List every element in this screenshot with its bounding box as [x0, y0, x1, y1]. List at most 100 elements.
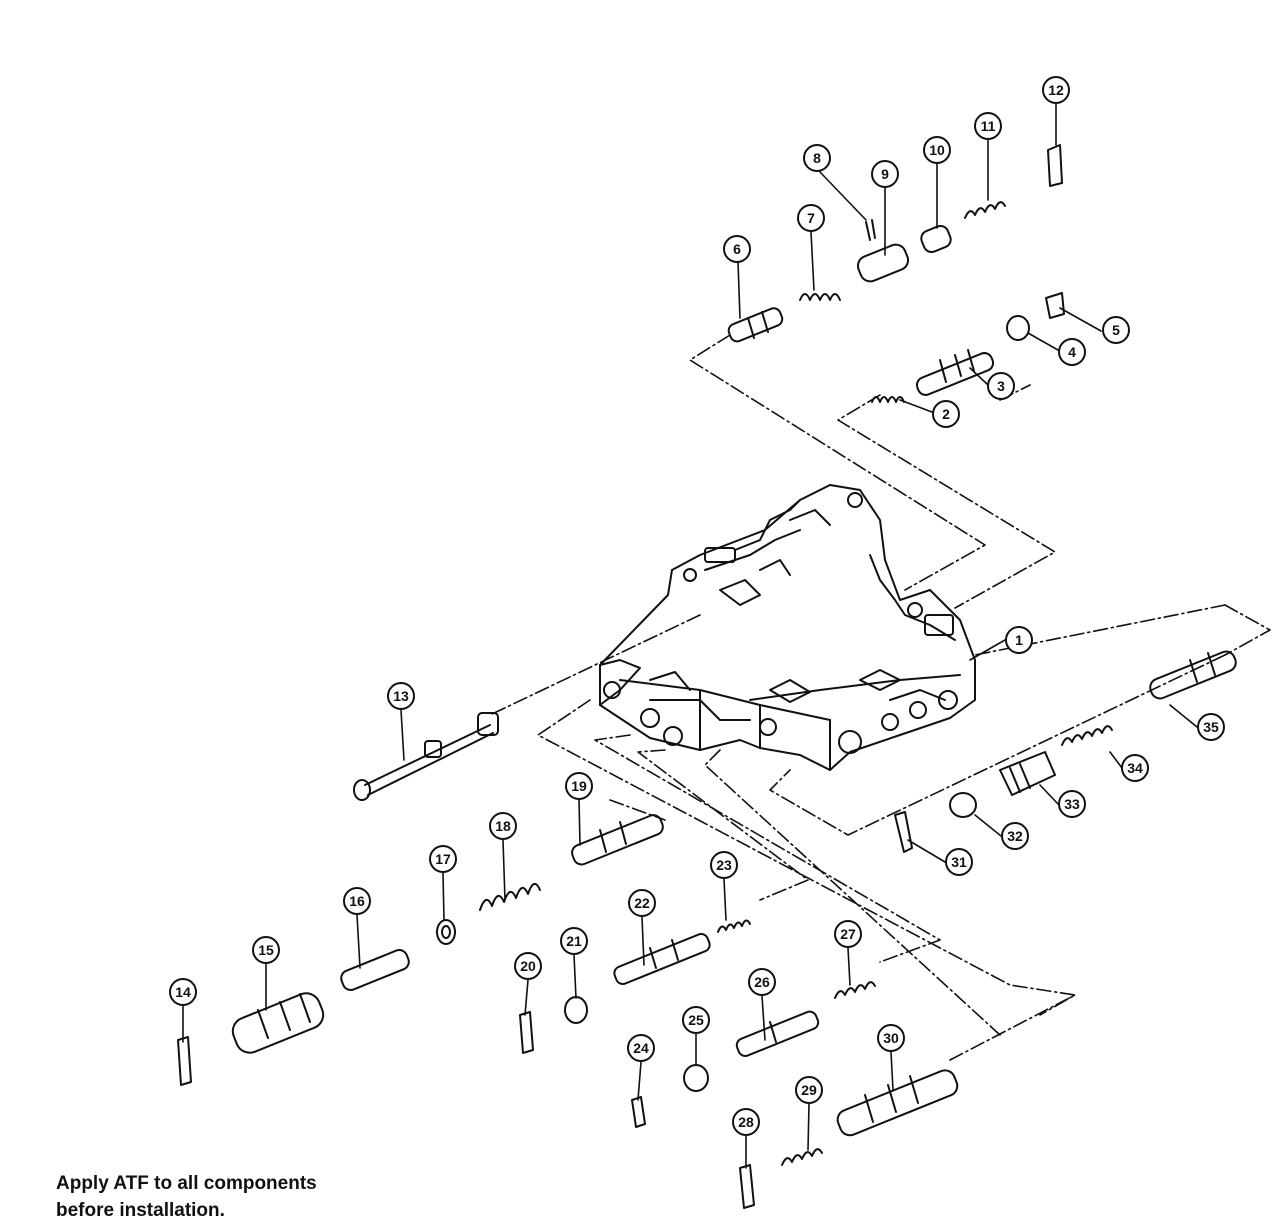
svg-text:7: 7	[807, 210, 815, 226]
callout-27: 27	[834, 920, 862, 948]
callout-17: 17	[429, 845, 457, 873]
callout-24: 24	[627, 1034, 655, 1062]
valve-35	[1149, 650, 1237, 700]
svg-text:5: 5	[1112, 322, 1120, 338]
callout-23: 23	[710, 851, 738, 879]
svg-text:26: 26	[754, 974, 770, 990]
valve-3	[915, 349, 995, 396]
svg-text:12: 12	[1048, 82, 1064, 98]
spring-7	[799, 293, 841, 301]
svg-text:31: 31	[951, 854, 967, 870]
svg-text:9: 9	[881, 166, 889, 182]
callout-35: 35	[1197, 713, 1225, 741]
svg-text:6: 6	[733, 241, 741, 257]
callout-26: 26	[748, 968, 776, 996]
plug-10	[920, 224, 952, 254]
svg-text:16: 16	[349, 893, 365, 909]
retainer-20	[519, 1011, 534, 1054]
callout-20: 20	[514, 952, 542, 980]
svg-text:8: 8	[813, 150, 821, 166]
svg-text:28: 28	[738, 1114, 754, 1130]
svg-text:27: 27	[840, 926, 856, 942]
callout-1: 1	[1005, 626, 1033, 654]
instruction-note: Apply ATF to all components before insta…	[56, 1170, 476, 1224]
svg-text:35: 35	[1203, 719, 1219, 735]
callout-32: 32	[1001, 822, 1029, 850]
callout-31: 31	[945, 848, 973, 876]
svg-text:22: 22	[634, 895, 650, 911]
valve-15	[231, 992, 325, 1054]
callout-19: 19	[565, 772, 593, 800]
svg-text:11: 11	[981, 118, 996, 134]
spring-27	[834, 981, 876, 999]
valve-16	[340, 949, 410, 991]
callout-30: 30	[877, 1024, 905, 1052]
callout-4: 4	[1058, 338, 1086, 366]
svg-text:30: 30	[883, 1030, 899, 1046]
washer-17	[436, 919, 456, 945]
assembly-lines	[489, 334, 1271, 1061]
callout-7: 7	[797, 204, 825, 232]
retainer-31	[894, 811, 913, 853]
svg-text:10: 10	[929, 142, 945, 158]
callout-3: 3	[987, 372, 1015, 400]
svg-text:25: 25	[688, 1012, 704, 1028]
callout-21: 21	[560, 927, 588, 955]
callout-16: 16	[343, 887, 371, 915]
svg-text:21: 21	[566, 933, 582, 949]
callout-10: 10	[923, 136, 951, 164]
retainer-12	[1047, 144, 1063, 187]
svg-text:1: 1	[1015, 632, 1023, 648]
callout-15: 15	[252, 936, 280, 964]
plug-32	[949, 792, 977, 818]
callout-6: 6	[723, 235, 751, 263]
callout-25: 25	[682, 1006, 710, 1034]
callout-labels: 1 2 3 4 5 6 7 8 9 10 11 12 13 14 15 16 1…	[169, 76, 1225, 1136]
svg-text:15: 15	[258, 942, 274, 958]
valve-22	[613, 933, 711, 985]
sleeve-33	[999, 751, 1056, 796]
part-13-valve-rod	[353, 712, 499, 801]
callout-18: 18	[489, 812, 517, 840]
svg-text:29: 29	[801, 1082, 817, 1098]
retainer-28	[739, 1164, 755, 1209]
svg-text:20: 20	[520, 958, 536, 974]
callout-33: 33	[1058, 790, 1086, 818]
svg-text:14: 14	[175, 984, 191, 1000]
callout-14: 14	[169, 978, 197, 1006]
spring-29	[781, 1148, 823, 1166]
svg-text:32: 32	[1007, 828, 1023, 844]
leader-lines	[182, 103, 1198, 1169]
instruction-line-1: Apply ATF to all components	[56, 1173, 317, 1194]
callout-28: 28	[732, 1108, 760, 1136]
svg-text:4: 4	[1068, 344, 1076, 360]
callout-34: 34	[1121, 754, 1149, 782]
callout-12: 12	[1042, 76, 1070, 104]
svg-text:17: 17	[435, 851, 451, 867]
callout-11: 11	[974, 112, 1002, 140]
instruction-line-2: before installation.	[56, 1200, 225, 1221]
valve-30	[836, 1069, 959, 1137]
spring-18	[479, 883, 541, 911]
svg-text:24: 24	[633, 1040, 649, 1056]
svg-text:34: 34	[1127, 760, 1143, 776]
plug-21	[564, 996, 588, 1024]
valve-body	[599, 484, 976, 771]
svg-text:33: 33	[1064, 796, 1080, 812]
svg-text:13: 13	[393, 688, 409, 704]
callout-9: 9	[871, 160, 899, 188]
callout-5: 5	[1102, 316, 1130, 344]
plug-4	[1006, 315, 1030, 341]
svg-text:2: 2	[942, 406, 950, 422]
callout-13: 13	[387, 682, 415, 710]
spring-2	[871, 396, 905, 403]
spring-23	[717, 919, 751, 933]
valve-6	[727, 307, 784, 343]
pin-8	[865, 219, 876, 241]
callout-2: 2	[932, 400, 960, 428]
plug-25	[683, 1064, 709, 1092]
retainer-14	[177, 1036, 192, 1086]
svg-text:18: 18	[495, 818, 511, 834]
valve-26	[735, 1010, 820, 1057]
